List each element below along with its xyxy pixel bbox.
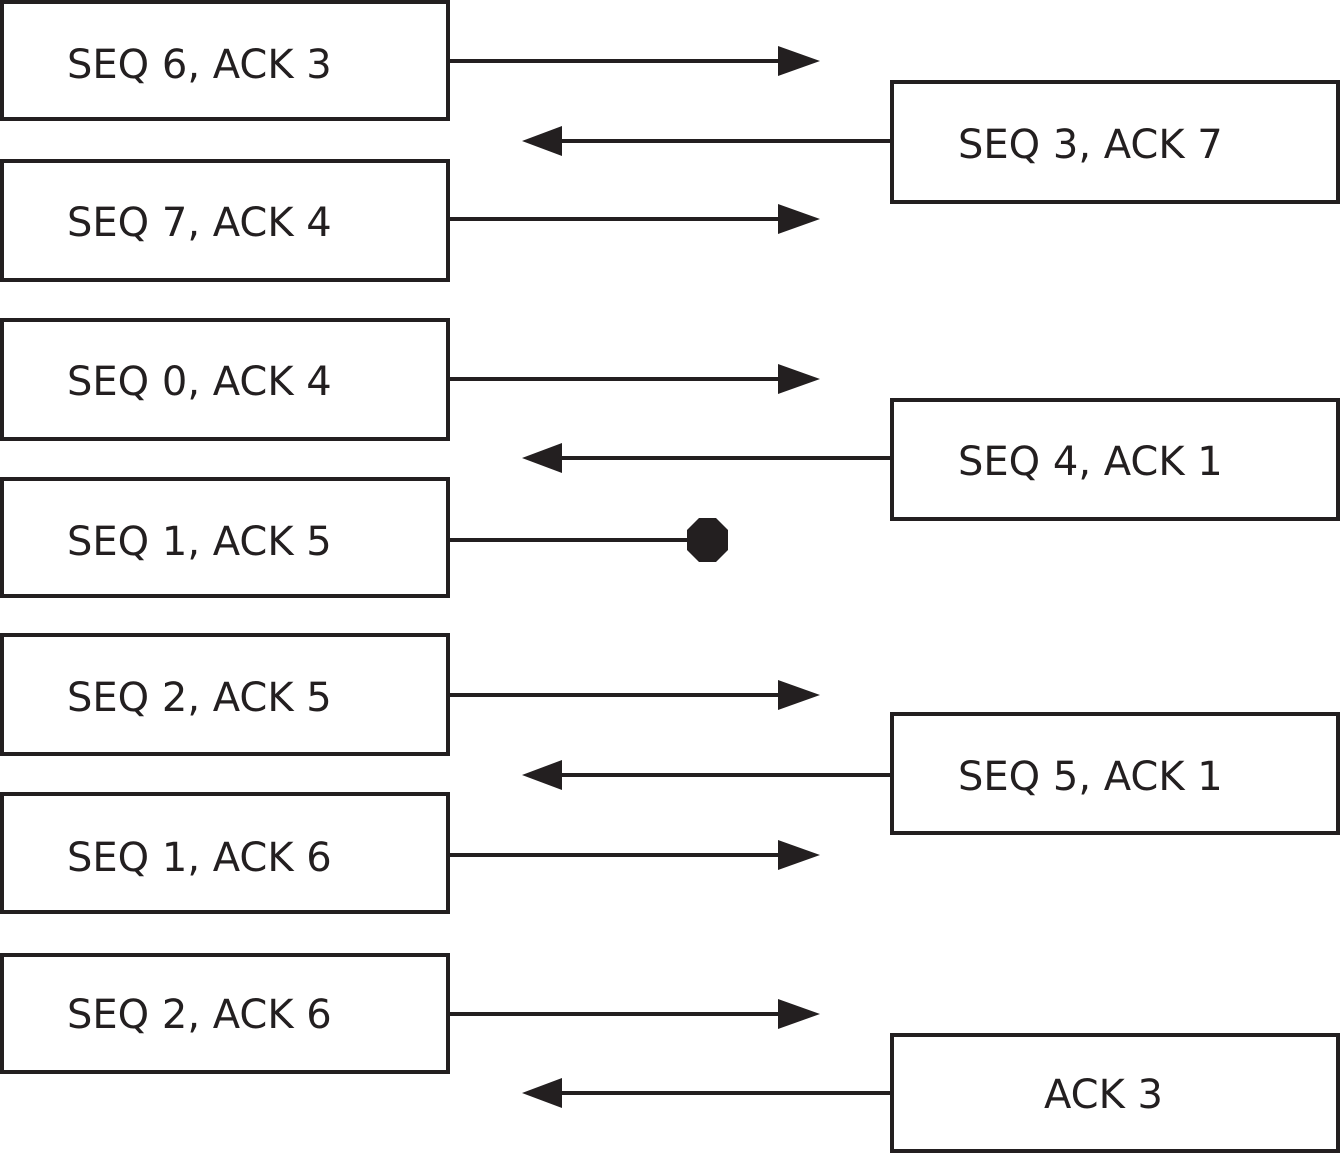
frame-label: SEQ 2, ACK 6 xyxy=(67,992,332,1038)
arrow-head-right xyxy=(778,840,820,870)
arrow-head-right xyxy=(778,46,820,76)
frame-label: SEQ 5, ACK 1 xyxy=(958,754,1223,800)
frame-box xyxy=(0,318,450,441)
arrow-head-right xyxy=(778,364,820,394)
right-frame: SEQ 4, ACK 1 xyxy=(522,398,1340,521)
frame-label: SEQ 4, ACK 1 xyxy=(958,439,1223,485)
frame-label: SEQ 6, ACK 3 xyxy=(67,42,332,88)
frame-box xyxy=(0,159,450,282)
right-frame: SEQ 5, ACK 1 xyxy=(522,712,1340,835)
arrow-head-left xyxy=(522,760,562,790)
left-frame: SEQ 2, ACK 6 xyxy=(0,953,820,1074)
frame-box xyxy=(0,0,450,121)
arrow-head-left xyxy=(522,1078,562,1108)
frame-box xyxy=(890,1033,1340,1153)
frame-box xyxy=(0,477,450,598)
arrow-head-right xyxy=(778,680,820,710)
left-frame: SEQ 1, ACK 6 xyxy=(0,792,820,914)
right-frame: ACK 3 xyxy=(522,1033,1340,1153)
frame-label: SEQ 7, ACK 4 xyxy=(67,200,332,246)
left-frame: SEQ 2, ACK 5 xyxy=(0,633,820,756)
frame-label: SEQ 1, ACK 6 xyxy=(67,835,332,881)
frame-box xyxy=(890,712,1340,835)
frame-label: SEQ 3, ACK 7 xyxy=(958,122,1223,168)
frame-box xyxy=(890,398,1340,521)
frame-label: SEQ 2, ACK 5 xyxy=(67,675,332,721)
arrow-head-left xyxy=(522,126,562,156)
right-frame: SEQ 3, ACK 7 xyxy=(522,80,1340,204)
frame-label: ACK 3 xyxy=(1044,1072,1163,1118)
left-frame: SEQ 6, ACK 3 xyxy=(0,0,820,121)
arrow-head-right xyxy=(778,999,820,1029)
frame-label: SEQ 0, ACK 4 xyxy=(67,359,332,405)
lost-frame-marker xyxy=(687,518,728,562)
left-frame: SEQ 0, ACK 4 xyxy=(0,318,820,441)
left-frame: SEQ 7, ACK 4 xyxy=(0,159,820,282)
arrow-head-left xyxy=(522,443,562,473)
arrow-head-right xyxy=(778,204,820,234)
left-frame-lost: SEQ 1, ACK 5 xyxy=(0,477,728,598)
frame-label: SEQ 1, ACK 5 xyxy=(67,519,332,565)
frame-box xyxy=(0,953,450,1074)
frame-box xyxy=(890,80,1340,204)
